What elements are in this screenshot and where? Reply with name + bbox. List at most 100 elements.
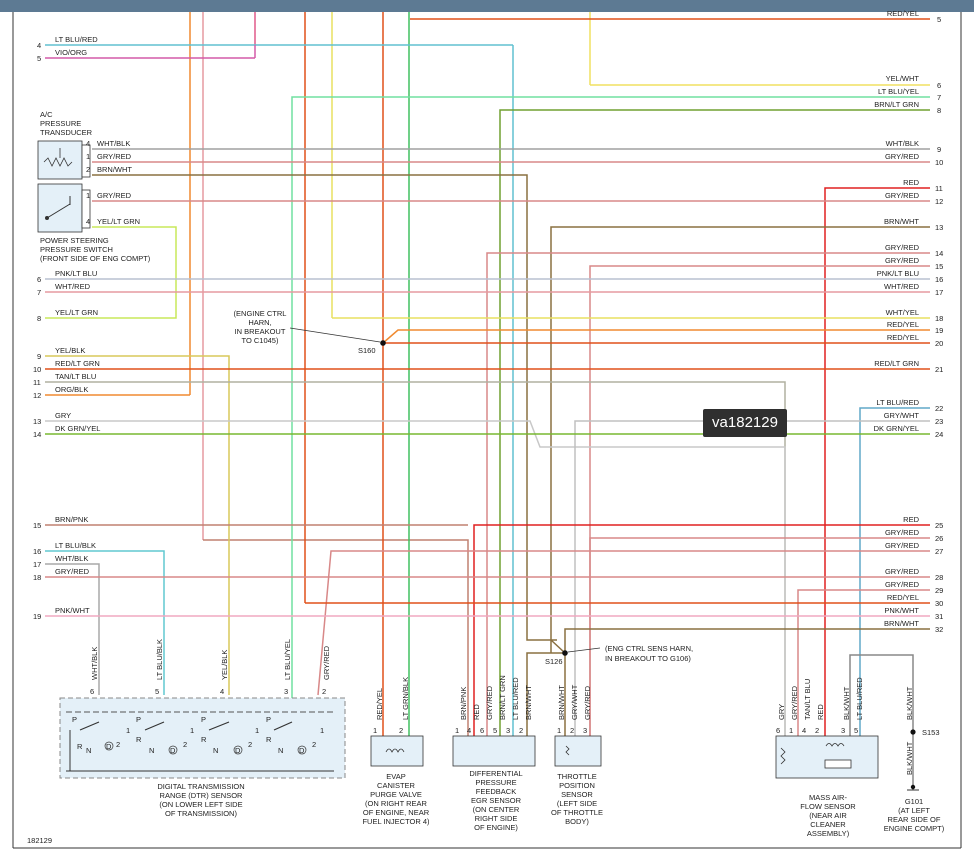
dpfe-pin: 1	[455, 726, 459, 735]
left-wire-label: YEL/BLK	[55, 346, 85, 355]
left-wire-label: RED/LT GRN	[55, 359, 100, 368]
maf-caption: ASSEMBLY)	[807, 829, 850, 838]
left-wire-label: TAN/LT BLU	[55, 372, 96, 381]
maf-caption: CLEANER	[810, 820, 846, 829]
wire-7	[291, 96, 930, 736]
tps-wire-label: GRY/RED	[583, 685, 592, 720]
left-pin-num: 12	[33, 391, 41, 400]
tps-caption: (LEFT SIDE	[557, 799, 597, 808]
ac-title-3: TRANSDUCER	[40, 128, 93, 137]
tps-box	[554, 735, 602, 767]
dpfe-wire-label: BRN/WHT	[524, 685, 533, 720]
right-wire-label: WHT/YEL	[886, 308, 919, 317]
dtr-pin: 4	[220, 687, 224, 696]
left-wire-label: VIO/ORG	[55, 48, 87, 57]
right-wire-label: RED/YEL	[887, 9, 919, 18]
dtr-contact-1: 1	[126, 726, 130, 735]
maf-pin: 6	[776, 726, 780, 735]
right-pin-num: 7	[937, 93, 941, 102]
heater-element-icon	[824, 759, 852, 769]
ac-connector	[81, 144, 91, 178]
dtr-pin: 5	[155, 687, 159, 696]
ac-pin: 4	[86, 139, 90, 148]
tps-pin: 3	[583, 726, 587, 735]
evap-caption: EVAP	[386, 772, 405, 781]
dpfe-caption: PRESSURE	[475, 778, 516, 787]
diagram-id-badge: va182129	[703, 409, 787, 437]
throttle-position-sensor: BRN/WHT GRY/WHT GRY/RED 1 2 3 THROTTLE P…	[551, 684, 603, 826]
s126-note-2: IN BREAKOUT TO G106)	[605, 654, 691, 663]
left-wire-label: PNK/LT BLU	[55, 269, 97, 278]
dtr-contact-p: P	[136, 715, 141, 724]
right-wire-label: RED/YEL	[887, 333, 919, 342]
dpfe-wire-label: LT BLU/RED	[511, 677, 520, 720]
right-wire-label: GRY/RED	[885, 243, 920, 252]
tps-caption: THROTTLE	[557, 772, 597, 781]
left-pin-4: 4LT BLU/RED	[37, 35, 98, 50]
evap-pin: 1	[373, 726, 377, 735]
right-pin-num: 14	[935, 249, 943, 258]
switch-arm-icon	[46, 203, 71, 219]
wire-29	[797, 589, 930, 736]
dtr-contact-d: D	[170, 746, 176, 755]
right-wire-label: RED	[903, 178, 919, 187]
maf-wire-label: LT BLU/RED	[855, 677, 864, 720]
wire-23	[574, 420, 930, 736]
evap-caption: CANISTER	[377, 781, 416, 790]
dtr-wire-label: LT BLU/BLK	[155, 639, 164, 680]
right-wire-label: GRY/RED	[885, 541, 920, 550]
right-wire-label: LT BLU/YEL	[878, 87, 919, 96]
dtr-contact-p: P	[201, 715, 206, 724]
right-pin-num: 5	[937, 15, 941, 24]
left-wire-label: ORG/BLK	[55, 385, 88, 394]
right-wire-label: DK GRN/YEL	[874, 424, 919, 433]
left-wire-label: WHT/BLK	[55, 554, 88, 563]
evap-box	[370, 735, 424, 767]
tps-pin: 2	[570, 726, 574, 735]
ground-g101: BLK/WHT S153 BLK/WHT G101 (AT LEFT REAR …	[884, 686, 945, 833]
wire-27	[317, 550, 930, 696]
evap-purge-valve: RED/YEL LT GRN/BLK 1 2 EVAP CANISTER PUR…	[362, 677, 430, 826]
dtr-contact-p: P	[72, 715, 77, 724]
right-wire-label: WHT/RED	[884, 282, 920, 291]
right-wire-label: RED/LT GRN	[874, 359, 919, 368]
left-pin-num: 6	[37, 275, 41, 284]
dtr-pin: 2	[322, 687, 326, 696]
left-pin-num: 7	[37, 288, 41, 297]
dpfe-sensor: BRN/PNK RED GRY/RED BRN/LT GRN LT BLU/RE…	[452, 675, 536, 832]
maf-pin: 3	[841, 726, 845, 735]
left-wire-label: DK GRN/YEL	[55, 424, 100, 433]
right-wire-label: GRY/RED	[885, 152, 920, 161]
maf-pin: 5	[854, 726, 858, 735]
right-wire-label: GRY/RED	[885, 191, 920, 200]
wire-l11	[45, 381, 786, 736]
dtr-contact-1: 1	[190, 726, 194, 735]
s160-note-1: (ENGINE CTRL	[234, 309, 287, 318]
right-pin-num: 9	[937, 145, 941, 154]
right-pin-num: 19	[935, 326, 943, 335]
dpfe-caption: FEEDBACK	[476, 787, 516, 796]
wire-19	[382, 329, 930, 344]
dtr-wire-label: YEL/BLK	[220, 650, 229, 680]
dtr-contact-d: D	[235, 746, 241, 755]
left-pin-num: 10	[33, 365, 41, 374]
wire-13	[550, 226, 930, 653]
